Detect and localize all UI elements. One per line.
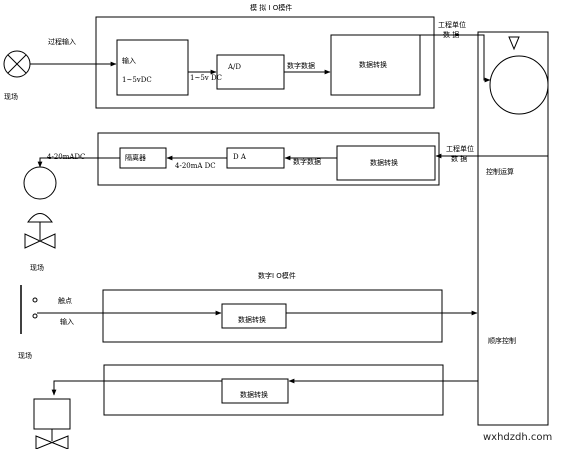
analog-io-title: 模 拟 I O模件 [250,4,293,12]
seq-control-label: 顺序控制 [488,337,516,345]
analog-out-module [97,132,440,186]
ad-box [216,54,285,90]
out-data-convert-box [336,145,436,181]
analog-digital-signal: 数字数据 [287,62,315,70]
analog-io-module [95,16,435,109]
field-input-label: 过程输入 [48,38,76,46]
digital-in-convert-box [221,303,287,329]
controller-panel [477,31,549,426]
controller-circle [489,55,549,115]
eng-unit-top-sub: 数 据 [443,31,460,39]
digital-out-module [103,364,444,416]
contact-dot-2 [32,313,38,319]
triangle-icon [508,36,520,51]
out-current-mid: 4-20mA DC [175,162,216,170]
analog-input-label: 输入 [122,57,136,65]
analog-input-range: 1~5vDC [122,76,152,84]
arrow-convert-to-controller [420,34,491,83]
eng-unit-mid: 工程单位 [446,145,474,153]
analog-data-convert: 数据转换 [359,61,387,69]
di-data-convert: 数据转换 [238,316,266,324]
digital-out-convert-box [221,378,289,404]
range-between: 1~5v DC [190,74,222,82]
watermark: wxhdzdh.com [483,432,553,443]
contact-dot-1 [32,297,38,303]
control-algo-label: 控制运算 [486,168,514,176]
field-label-bottom: 现场 [18,352,32,360]
arrow-digital-out-to-valve [51,380,222,396]
digital-io-title: 数字I O模件 [258,272,296,280]
digital-input-label: 输入 [60,318,74,326]
lamp-icon [3,50,31,78]
out-data-convert: 数据转换 [370,159,398,167]
out-current-left: 4-20mADC [47,153,86,161]
isolator-label: 隔离器 [125,154,146,162]
ad-label: A/D [228,63,242,71]
digital-in-module [102,289,443,343]
field-label-mid: 现场 [30,264,44,272]
do-data-convert: 数据转换 [240,391,268,399]
analog-input-box [116,39,189,96]
eng-unit-mid-sub: 数 据 [451,155,468,163]
arrow-controller-to-out [435,85,549,159]
actuator-icon [33,398,71,449]
contact-label: 触点 [58,297,72,305]
arrow-isolator-to-valve [37,157,120,168]
da-label: D A [233,153,246,161]
out-digital-signal: 数字数据 [293,158,321,166]
gauge-icon [23,166,57,200]
field-label-top: 现场 [4,93,18,101]
analog-data-convert-box [330,34,421,96]
valve-icon [24,213,56,249]
eng-unit-top: 工程单位 [438,21,466,29]
